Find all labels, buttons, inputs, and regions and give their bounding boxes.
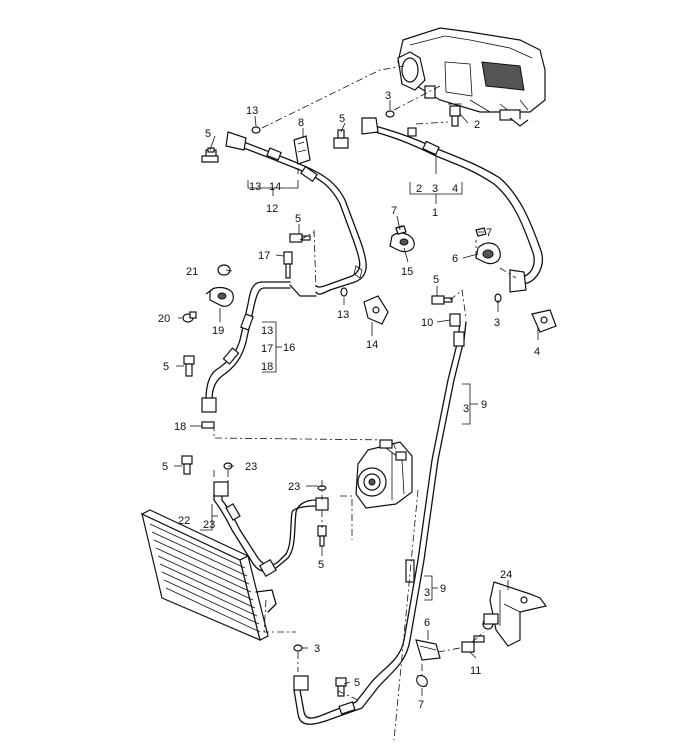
bolt-5c: [289, 233, 311, 243]
bolt-5f: [181, 455, 193, 475]
callout-17: 17: [258, 250, 270, 262]
callout-5e: 5: [163, 361, 169, 373]
callout-6b: 6: [424, 617, 430, 629]
group-9b-item-3: 3: [424, 587, 430, 599]
screw-20: [182, 311, 197, 323]
group-1-item-4: 4: [452, 183, 458, 195]
leader-lines: [174, 100, 539, 696]
callout-21: 21: [186, 266, 198, 278]
callout-3a: 3: [385, 90, 391, 102]
callout-24: 24: [500, 569, 512, 581]
refrigerant-line-12: [225, 131, 367, 295]
group-16-item-13: 13: [261, 325, 273, 337]
mounting-bracket: [482, 581, 548, 647]
callout-5g: 5: [318, 559, 324, 571]
callout-3c: 3: [314, 643, 320, 655]
group-1-item-2: 2: [416, 183, 422, 195]
callout-labels: 2 3 5 8 13 5 7 7 6 17 5 15 21 5 20 19 13…: [158, 90, 540, 711]
callout-7b: 7: [486, 227, 492, 239]
group-brackets: [200, 154, 478, 601]
callout-19: 19: [212, 325, 224, 337]
callout-7c: 7: [418, 699, 424, 711]
callout-8: 8: [298, 117, 304, 129]
callout-15: 15: [401, 266, 413, 278]
grommet-19: [205, 286, 234, 307]
bracket-14: [353, 265, 389, 325]
refrigerant-line-1: [361, 117, 544, 293]
callout-5h: 5: [354, 677, 360, 689]
callout-2: 2: [474, 119, 480, 131]
callout-3b: 3: [494, 317, 500, 329]
group-12-item-13: 13: [249, 181, 261, 193]
callout-5a: 5: [205, 128, 211, 140]
callout-5c: 5: [295, 213, 301, 225]
callout-10: 10: [421, 317, 433, 329]
nut-7: [395, 225, 407, 235]
callout-7a: 7: [391, 205, 397, 217]
clip-8: [293, 135, 311, 165]
bolt-5d: [431, 295, 453, 305]
bolt-5b: [333, 129, 349, 149]
callout-23b: 23: [288, 481, 300, 493]
callout-5d: 5: [433, 274, 439, 286]
callout-5b: 5: [339, 113, 345, 125]
evaporator-housing: [397, 27, 546, 127]
group-16-item-17: 17: [261, 343, 273, 355]
refrigerant-line-22: [213, 481, 329, 578]
group-9a-item-3: 3: [463, 403, 469, 415]
callout-5f: 5: [162, 461, 168, 473]
group-12-total: 12: [266, 203, 278, 215]
cap-21: [217, 264, 231, 276]
bolt-5g: [317, 525, 327, 547]
callout-11: 11: [470, 665, 481, 677]
callout-18a: 18: [174, 421, 186, 433]
condenser: [140, 509, 277, 642]
callout-14: 14: [366, 339, 378, 351]
callout-20: 20: [158, 313, 170, 325]
group-16-total: 16: [283, 342, 295, 354]
valve-17: [283, 251, 293, 279]
group-22-total: 22: [178, 515, 190, 527]
clamp-6b: [415, 639, 441, 687]
group-22-item-23: 23: [203, 519, 215, 531]
group-12-item-14: 14: [269, 181, 281, 193]
group-9a-total: 9: [481, 399, 487, 411]
bolt-5h: [335, 677, 347, 697]
bracket-4: [531, 309, 557, 333]
bolt-11: [461, 635, 485, 653]
refrigerant-line-16: [201, 281, 317, 413]
callout-23a: 23: [245, 461, 257, 473]
bolt-5e: [183, 355, 195, 377]
phantom-lines: [213, 65, 517, 741]
callout-6a: 6: [452, 253, 458, 265]
callout-13a: 13: [246, 105, 258, 117]
bolt-5a: [201, 147, 219, 163]
pressure-switch: [448, 103, 462, 127]
clamp-6a: [475, 227, 501, 265]
seal-18: [201, 421, 215, 429]
group-9b-total: 9: [440, 583, 446, 595]
group-1-item-3: 3: [432, 183, 438, 195]
refrigerant-line-9: [293, 321, 467, 725]
callout-4: 4: [534, 346, 540, 358]
group-1-total: 1: [432, 207, 438, 219]
valve-10: [449, 313, 461, 327]
ac-compressor: [355, 439, 413, 509]
group-16-item-18: 18: [261, 361, 273, 373]
callout-13b: 13: [337, 309, 349, 321]
